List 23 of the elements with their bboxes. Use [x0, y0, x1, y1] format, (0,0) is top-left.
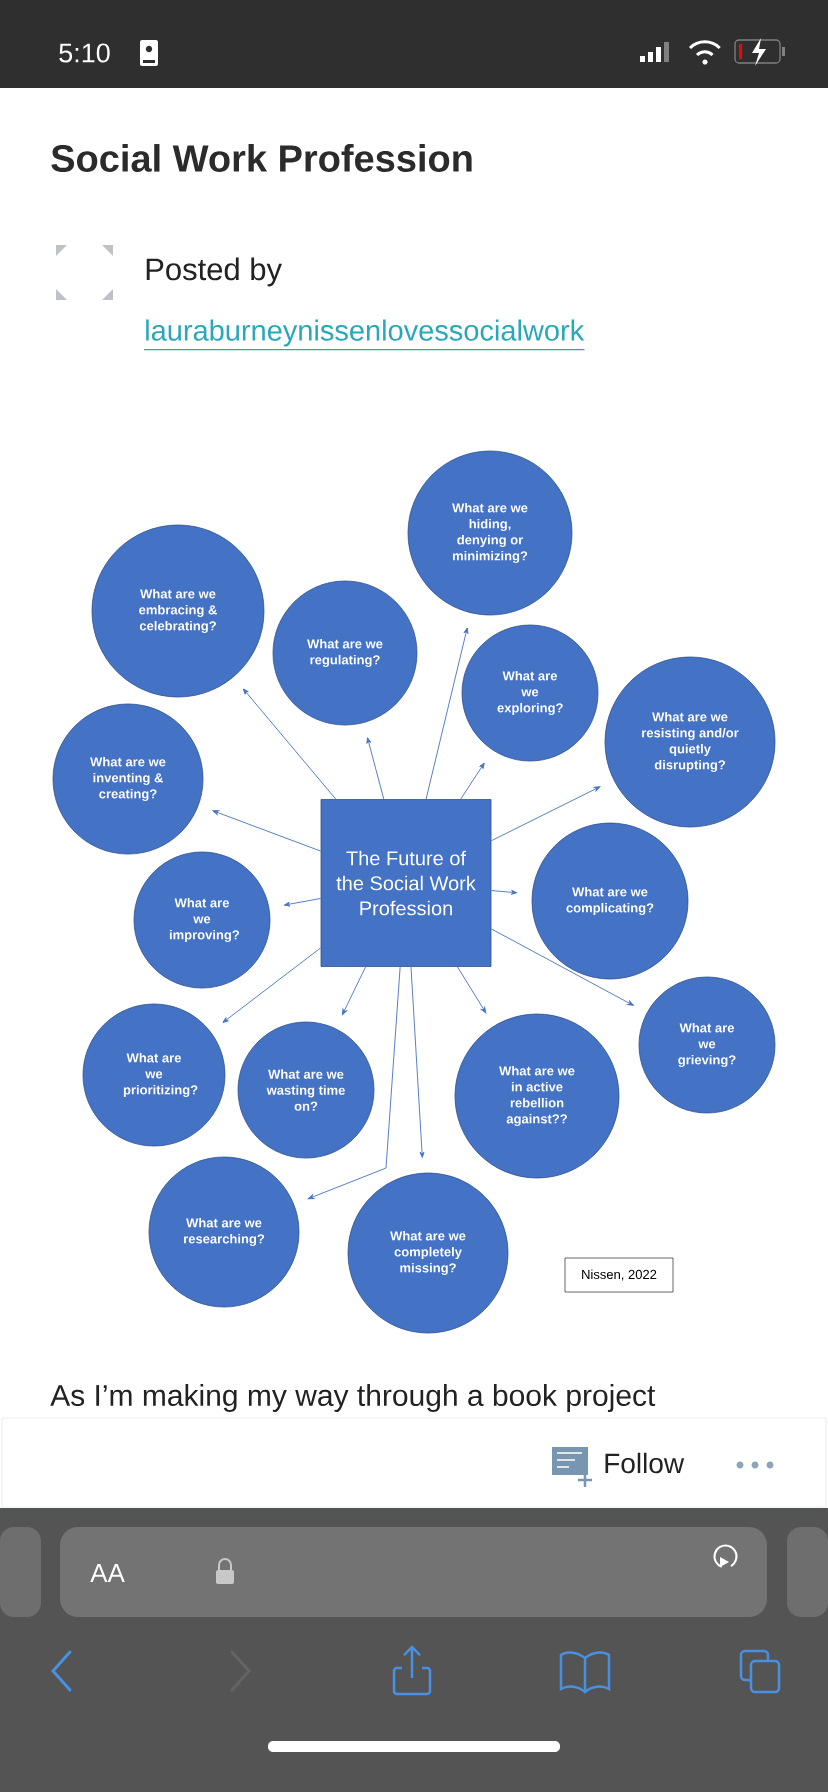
arrow: [410, 966, 425, 1158]
arrow: [341, 966, 366, 1016]
arrow: [457, 966, 487, 1014]
post-title: Social Work Profession: [51, 144, 472, 172]
arrow: [212, 810, 322, 852]
text-label: Posted by: [146, 257, 282, 287]
arrow: [460, 762, 485, 800]
topic-box: The Future of the Social Work Profession: [320, 799, 492, 967]
arrow: [222, 947, 322, 1023]
arrow: [366, 737, 385, 800]
arrow: [425, 627, 469, 800]
text-label: AA: [90, 1564, 125, 1582]
arrow: [307, 966, 401, 1200]
text-label: 5:10: [59, 43, 110, 63]
text-label: Follow: [605, 1452, 685, 1474]
arrow: [490, 889, 518, 895]
arrow: [283, 898, 322, 907]
arrow: [242, 688, 337, 800]
author-link: lauraburneynissenlovessocialwork: [143, 319, 586, 351]
text-label: As I’m making my way through a book project: [50, 1384, 656, 1412]
arrow: [490, 786, 601, 842]
arrow: [490, 928, 634, 1006]
citation-box: Nissen, 2022: [564, 1257, 674, 1293]
